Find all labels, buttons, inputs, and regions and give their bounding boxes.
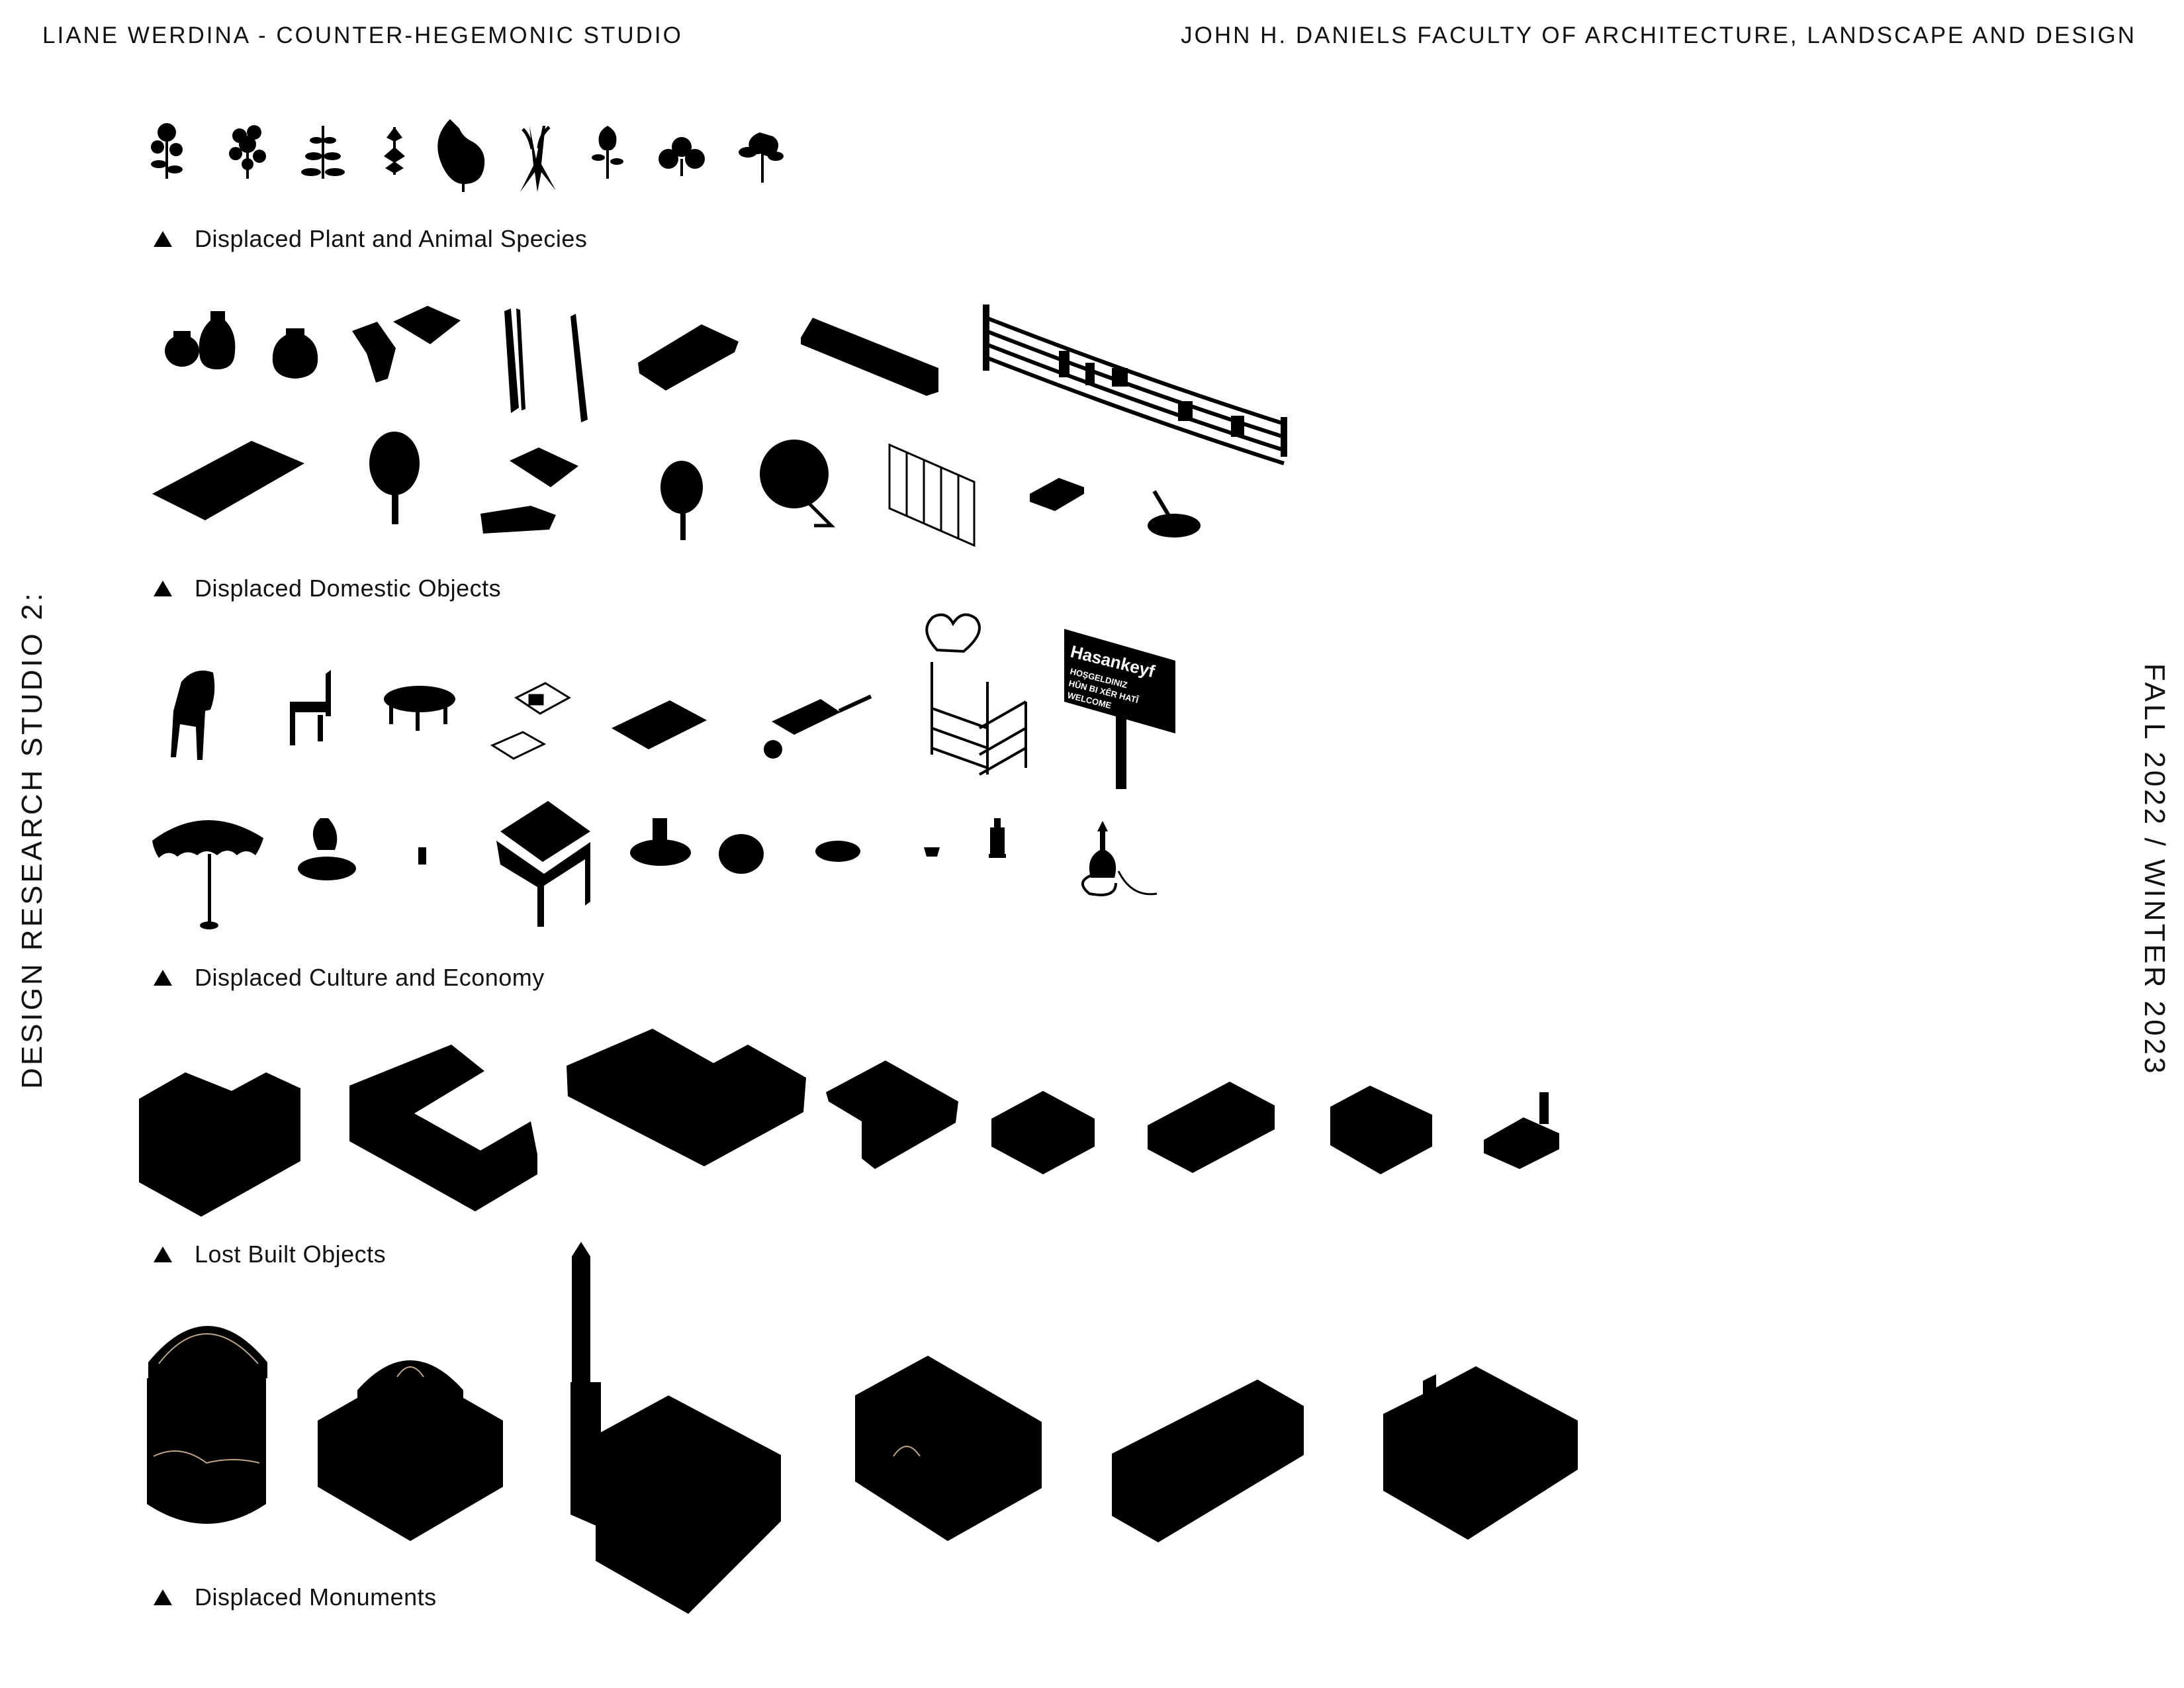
billboard-icon xyxy=(1064,629,1175,789)
lost-house-2-icon xyxy=(349,1045,537,1211)
section-label-culture: Displaced Culture and Economy xyxy=(154,964,545,992)
window-grille-icon xyxy=(888,443,976,547)
pillows-icon xyxy=(480,447,578,534)
triangle-icon xyxy=(154,581,172,596)
lost-house-3-icon xyxy=(567,1029,806,1166)
round-table-icon xyxy=(384,686,455,731)
tomb-dome-icon xyxy=(147,1326,267,1524)
lost-house-4-icon xyxy=(826,1060,958,1169)
triangle-icon xyxy=(154,231,172,247)
pot-icon xyxy=(272,328,318,379)
section-label-text: Lost Built Objects xyxy=(195,1241,387,1268)
wheelbarrow-icon xyxy=(764,694,872,759)
satellite-dish-icon xyxy=(369,432,420,524)
bench-icon xyxy=(801,318,938,396)
lost-house-5-icon xyxy=(991,1091,1095,1174)
mattress-icon xyxy=(638,324,739,391)
market-stall-icon xyxy=(496,801,590,927)
pottery-jars-icon xyxy=(165,311,236,369)
triangle-icon xyxy=(154,1589,172,1605)
triangle-icon xyxy=(154,970,172,986)
cushions-icon xyxy=(352,306,461,383)
playing-cards-icon xyxy=(490,682,571,760)
satellite-dish-large-icon xyxy=(760,440,836,528)
curtain-right-icon xyxy=(570,314,588,422)
plant-clover-icon xyxy=(659,137,705,176)
plant-nettle-icon xyxy=(384,127,405,175)
section-label-text: Displaced Domestic Objects xyxy=(195,575,502,602)
section-label-built: Lost Built Objects xyxy=(154,1241,386,1268)
lost-house-1-icon xyxy=(139,1072,300,1217)
header-faculty-name: JOHN H. DANIELS FACULTY OF ARCHITECTURE,… xyxy=(1181,23,2136,48)
cup-icon xyxy=(924,847,940,857)
lost-house-8-icon xyxy=(1484,1092,1559,1169)
section-label-domestic: Displaced Domestic Objects xyxy=(154,575,501,602)
cylinder-box-icon xyxy=(719,834,764,874)
lost-house-7-icon xyxy=(1330,1086,1432,1174)
frying-pan-icon xyxy=(1148,490,1201,538)
section-label-text: Displaced Plant and Animal Species xyxy=(195,225,588,252)
heart-gate-icon xyxy=(925,613,1027,776)
glass-icon xyxy=(418,847,426,865)
satellite-dish-small-icon xyxy=(660,461,703,540)
hookah-icon xyxy=(1081,821,1158,896)
plant-thistle-icon xyxy=(151,123,183,179)
section-label-plants: Displaced Plant and Animal Species xyxy=(154,225,587,253)
plate-icon xyxy=(815,841,860,862)
umbrella-icon xyxy=(152,820,263,929)
domed-building-icon xyxy=(855,1356,1042,1541)
lantern-icon xyxy=(989,818,1006,858)
tea-set-icon xyxy=(298,818,356,880)
plant-bird-icon xyxy=(437,119,485,192)
section-label-monuments: Displaced Monuments xyxy=(154,1583,437,1611)
section-label-text: Displaced Culture and Economy xyxy=(195,964,545,991)
tray-set-icon xyxy=(630,818,691,866)
plant-flower-icon xyxy=(739,132,784,183)
mosque-dome-icon xyxy=(318,1360,503,1541)
box-icon xyxy=(1030,478,1084,511)
arcade-complex-icon xyxy=(1383,1366,1578,1540)
lost-house-6-icon xyxy=(1148,1082,1275,1173)
game-board-icon xyxy=(612,700,707,749)
triangle-icon xyxy=(154,1246,172,1262)
header-studio-title: LIANE WERDINA - COUNTER-HEGEMONIC STUDIO xyxy=(42,23,683,48)
section-label-text: Displaced Monuments xyxy=(195,1583,437,1611)
plant-shrub-icon xyxy=(229,125,266,179)
arcade-building-icon xyxy=(1112,1380,1304,1542)
wooden-chair-icon xyxy=(290,670,331,745)
plant-iris-icon xyxy=(592,126,623,179)
carpet-icon xyxy=(152,441,304,520)
plant-mint-icon xyxy=(301,126,345,179)
clothesline-icon xyxy=(983,305,1287,465)
plant-root-icon xyxy=(520,126,556,192)
minaret-mosque-icon xyxy=(570,1242,781,1614)
curtain-left-icon xyxy=(504,308,525,413)
plastic-chair-icon xyxy=(171,671,215,760)
